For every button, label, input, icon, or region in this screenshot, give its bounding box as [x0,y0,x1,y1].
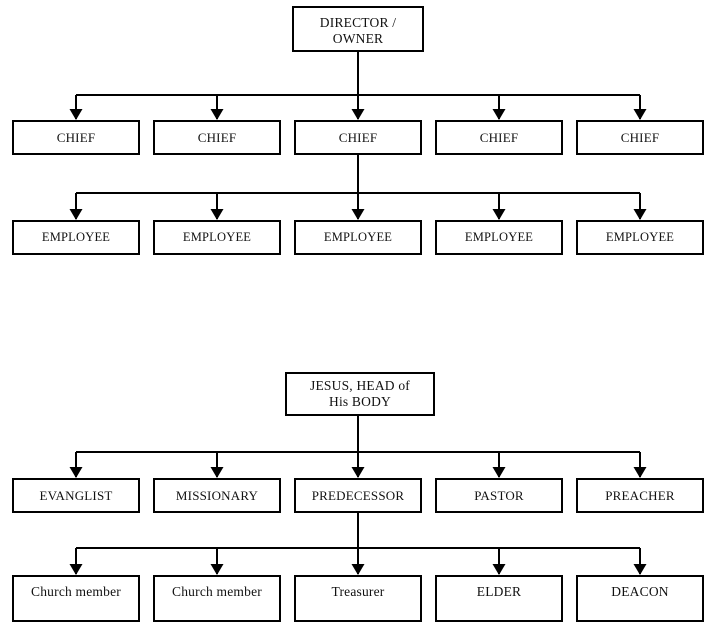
node-box-director-owner[interactable]: DIRECTOR / OWNER [292,6,424,52]
node-box-jesus-head-of-his-body[interactable]: JESUS, HEAD of His BODY [285,372,435,416]
node-label-employee-5: EMPLOYEE [605,229,675,244]
node-box-chief-4[interactable]: CHIEF [435,120,563,155]
arrow-head-icon [351,109,365,120]
node-label-employee-4: EMPLOYEE [464,229,534,244]
node-label-church-member-1: Church member [31,584,121,599]
arrow-head-icon [633,109,647,120]
node-box-missionary[interactable]: MISSIONARY [153,478,281,513]
node-label-church-member-2: Church member [172,584,262,599]
node-box-chief-2[interactable]: CHIEF [153,120,281,155]
node-box-treasurer[interactable]: Treasurer [294,575,422,622]
node-label-elder: ELDER [476,584,522,599]
node-box-employee-4[interactable]: EMPLOYEE [435,220,563,255]
arrow-head-icon [633,467,647,478]
node-label-predecessor: PREDECESSOR [311,487,405,503]
node-label-employee-2: EMPLOYEE [182,229,252,244]
arrow-head-icon [351,467,365,478]
node-label-jesus-head-of-his-body: JESUS, HEAD of His BODY [310,377,410,409]
arrow-head-icon [492,109,506,120]
arrow-head-icon [210,109,224,120]
node-box-chief-3[interactable]: CHIEF [294,120,422,155]
arrow-head-icon [633,209,647,220]
arrow-head-icon [210,467,224,478]
node-box-church-member-1[interactable]: Church member [12,575,140,622]
arrow-head-icon [351,564,365,575]
node-box-chief-5[interactable]: CHIEF [576,120,704,155]
node-label-chief-2: CHIEF [197,129,237,145]
node-box-predecessor[interactable]: PREDECESSOR [294,478,422,513]
node-box-elder[interactable]: ELDER [435,575,563,622]
node-box-evanglist[interactable]: EVANGLIST [12,478,140,513]
node-label-chief-3: CHIEF [338,129,378,145]
node-label-director-owner: DIRECTOR / OWNER [319,15,397,47]
arrow-head-icon [492,467,506,478]
node-label-missionary: MISSIONARY [175,487,259,503]
node-label-chief-4: CHIEF [479,129,519,145]
arrow-head-icon [69,564,83,575]
arrow-head-icon [69,209,83,220]
node-box-employee-2[interactable]: EMPLOYEE [153,220,281,255]
node-box-deacon[interactable]: DEACON [576,575,704,622]
node-box-church-member-2[interactable]: Church member [153,575,281,622]
node-box-employee-3[interactable]: EMPLOYEE [294,220,422,255]
arrow-head-icon [210,209,224,220]
node-label-treasurer: Treasurer [331,584,385,599]
arrow-head-icon [492,564,506,575]
arrow-head-icon [633,564,647,575]
node-label-employee-3: EMPLOYEE [323,229,393,244]
node-box-employee-1[interactable]: EMPLOYEE [12,220,140,255]
node-label-pastor: PASTOR [474,487,524,503]
arrow-head-icon [210,564,224,575]
node-box-pastor[interactable]: PASTOR [435,478,563,513]
node-box-preacher[interactable]: PREACHER [576,478,704,513]
node-label-chief-5: CHIEF [620,129,660,145]
node-label-preacher: PREACHER [605,487,675,503]
arrow-head-icon [69,467,83,478]
node-label-deacon: DEACON [611,584,669,599]
arrow-head-icon [351,209,365,220]
arrow-head-icon [492,209,506,220]
node-box-chief-1[interactable]: CHIEF [12,120,140,155]
arrow-head-icon [69,109,83,120]
node-box-employee-5[interactable]: EMPLOYEE [576,220,704,255]
node-label-evanglist: EVANGLIST [39,487,113,503]
node-label-employee-1: EMPLOYEE [41,229,111,244]
node-label-chief-1: CHIEF [56,129,96,145]
